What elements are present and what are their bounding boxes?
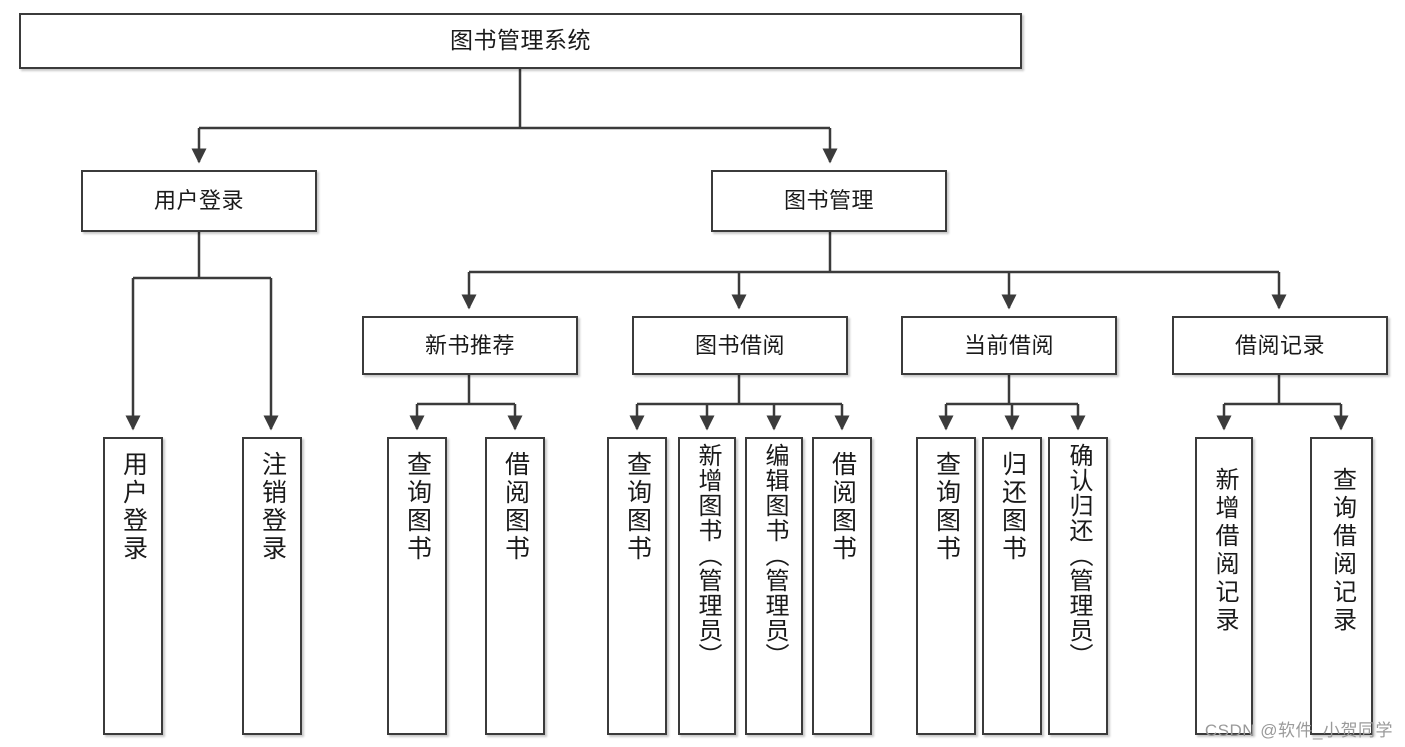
node-leaf-query-record[interactable]: 查询借阅记录	[1310, 437, 1373, 735]
node-leaf-logout-label: 注销登录	[258, 451, 287, 563]
node-leaf-query-book-2-label: 查询图书	[623, 451, 652, 563]
node-leaf-borrow-book-2-label: 借阅图书	[828, 451, 857, 563]
node-leaf-edit-book-label: 编辑图书（管理员）	[761, 443, 788, 668]
node-user-login[interactable]: 用户登录	[81, 170, 317, 232]
node-new-book-recommend[interactable]: 新书推荐	[362, 316, 578, 375]
node-leaf-confirm-return-label: 确认归还（管理员）	[1065, 443, 1092, 668]
node-leaf-return-book-label: 归还图书	[998, 451, 1027, 563]
node-root-label: 图书管理系统	[450, 27, 591, 54]
node-current-borrow-label: 当前借阅	[963, 332, 1054, 358]
node-leaf-query-book-2[interactable]: 查询图书	[607, 437, 667, 735]
node-borrow-record[interactable]: 借阅记录	[1172, 316, 1388, 375]
node-book-borrow[interactable]: 图书借阅	[632, 316, 848, 375]
node-leaf-edit-book[interactable]: 编辑图书（管理员）	[745, 437, 803, 735]
node-root[interactable]: 图书管理系统	[19, 13, 1022, 69]
node-leaf-add-record[interactable]: 新增借阅记录	[1195, 437, 1253, 735]
node-user-login-label: 用户登录	[153, 188, 244, 214]
node-leaf-query-book-3[interactable]: 查询图书	[916, 437, 976, 735]
node-current-borrow[interactable]: 当前借阅	[901, 316, 1117, 375]
node-leaf-query-book-1[interactable]: 查询图书	[387, 437, 447, 735]
node-book-manage[interactable]: 图书管理	[711, 170, 947, 232]
node-leaf-confirm-return[interactable]: 确认归还（管理员）	[1048, 437, 1108, 735]
node-leaf-borrow-book-2[interactable]: 借阅图书	[812, 437, 872, 735]
node-leaf-add-book[interactable]: 新增图书（管理员）	[678, 437, 736, 735]
node-book-manage-label: 图书管理	[783, 188, 874, 214]
node-leaf-user-login-label: 用户登录	[119, 451, 148, 563]
node-leaf-add-record-label: 新增借阅记录	[1211, 467, 1238, 635]
watermark: CSDN @软件_小贺同学	[1204, 721, 1393, 740]
node-borrow-record-label: 借阅记录	[1234, 332, 1325, 358]
node-leaf-user-login[interactable]: 用户登录	[103, 437, 163, 735]
node-leaf-borrow-book-1[interactable]: 借阅图书	[485, 437, 545, 735]
node-leaf-logout[interactable]: 注销登录	[242, 437, 302, 735]
node-leaf-query-book-3-label: 查询图书	[932, 451, 961, 563]
node-new-book-recommend-label: 新书推荐	[424, 332, 515, 358]
node-leaf-query-book-1-label: 查询图书	[403, 451, 432, 563]
node-leaf-return-book[interactable]: 归还图书	[982, 437, 1042, 735]
node-book-borrow-label: 图书借阅	[694, 332, 785, 358]
node-leaf-query-record-label: 查询借阅记录	[1328, 467, 1356, 635]
node-leaf-borrow-book-1-label: 借阅图书	[501, 451, 530, 563]
node-leaf-add-book-label: 新增图书（管理员）	[694, 443, 721, 668]
